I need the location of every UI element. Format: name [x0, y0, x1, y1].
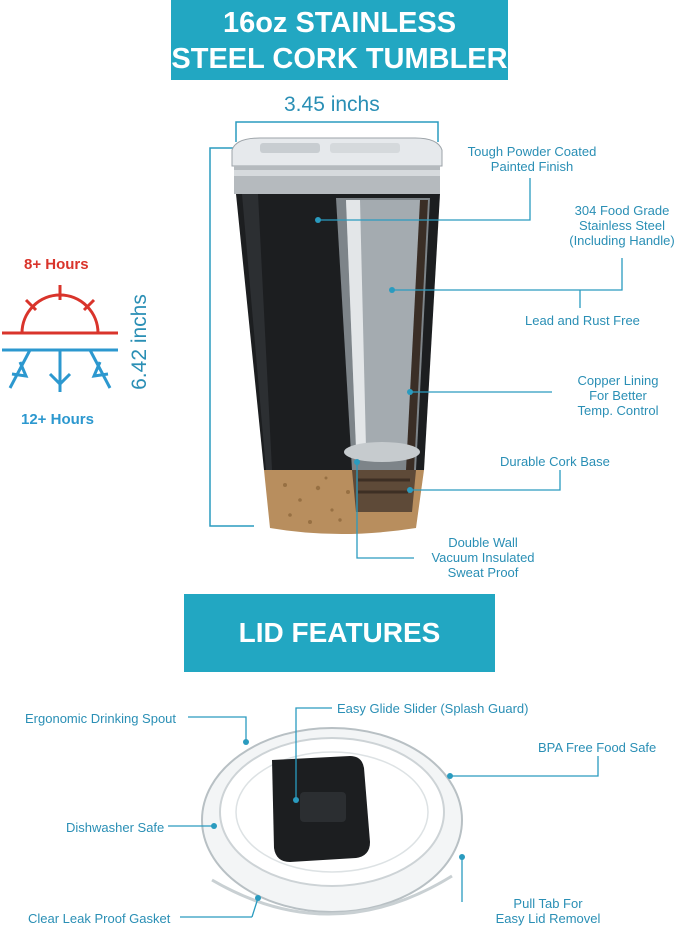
cold-hours-label: 12+ Hours — [21, 411, 94, 428]
gasket-callout: Clear Leak Proof Gasket — [28, 911, 171, 926]
cork-callout: Durable Cork Base — [500, 454, 610, 469]
spout-callout: Ergonomic Drinking Spout — [25, 711, 177, 726]
width-label: 3.45 inchs — [284, 93, 380, 116]
snowflake-icon — [2, 348, 118, 392]
title-line-1: 16oz STAINLESS — [222, 7, 457, 39]
sun-icon — [2, 285, 118, 335]
hot-hours-label: 8+ Hours — [24, 256, 89, 273]
title-banner: 16oz STAINLESS STEEL CORK TUMBLER — [171, 0, 508, 80]
bpa-callout: BPA Free Food Safe — [538, 740, 657, 755]
dishwasher-callout: Dishwasher Safe — [66, 820, 165, 835]
pull-tab-callout: Pull Tab For Easy Lid Removel — [495, 896, 601, 926]
lid-icon — [201, 727, 463, 916]
slider-callout: Easy Glide Slider (Splash Guard) — [337, 701, 529, 716]
lid-features-banner: LID FEATURES — [184, 594, 495, 672]
height-label: 6.42 inchs — [127, 294, 151, 390]
callout-lines — [318, 178, 623, 559]
tumbler-icon — [231, 137, 443, 534]
double-wall-callout: Double Wall Vacuum Insulated Sweat Proof — [431, 535, 535, 580]
title-line-2: STEEL CORK TUMBLER — [171, 43, 508, 75]
dimension-lines — [209, 121, 439, 527]
lead-free-callout: Lead and Rust Free — [525, 313, 640, 328]
finish-callout: Tough Powder Coated Painted Finish — [467, 144, 597, 174]
lid-callout-lines — [168, 707, 599, 918]
steel-callout: 304 Food Grade Stainless Steel (Includin… — [569, 203, 675, 248]
copper-callout: Copper Lining For Better Temp. Control — [577, 373, 659, 418]
